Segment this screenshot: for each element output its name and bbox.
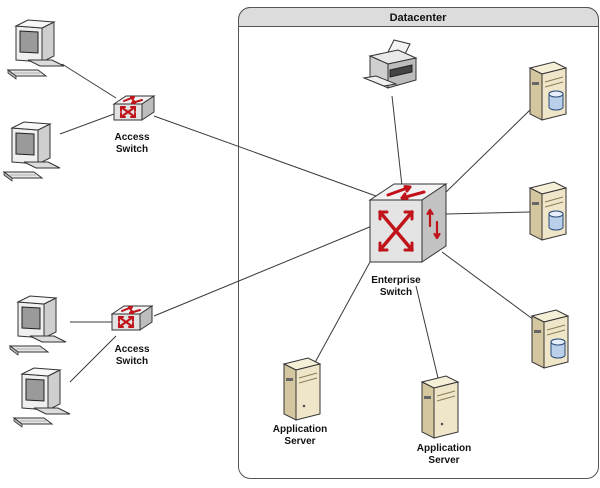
database-server-icon [529, 61, 567, 121]
access-switch-bottom-label-line1: Access [114, 344, 149, 355]
desktop-computer-icon [13, 367, 71, 428]
database-server-icon [531, 309, 569, 369]
link-access-bottom-enterprise [153, 225, 373, 317]
access-switch-top-label-line1: Access [114, 132, 149, 143]
desktop-computer-icon [3, 121, 61, 182]
database-server-icon [529, 181, 567, 241]
access-switch-top-label-line2: Switch [116, 144, 148, 155]
connections [59, 63, 535, 383]
app-server-right-label-line2: Server [428, 455, 459, 466]
desktop-computer-icon [7, 19, 65, 80]
datacenter-header [238, 7, 599, 27]
datacenter-title: Datacenter [390, 12, 448, 24]
application-server-icon [421, 375, 459, 439]
enterprise-switch-label-line2: Switch [380, 287, 412, 298]
app-server-left-label-line2: Server [284, 436, 315, 447]
link-db3-enterprise [441, 251, 535, 321]
link-printer-enterprise [391, 95, 403, 187]
application-server-icon [283, 357, 321, 421]
network-switch-icon [110, 304, 154, 332]
link-pc4-access-bottom [69, 335, 117, 383]
app-server-right-label-line1: Application [417, 443, 471, 454]
link-db2-enterprise [445, 211, 531, 215]
link-pc2-access-top [59, 113, 115, 135]
link-pc1-access-top [61, 63, 117, 99]
enterprise-switch-label-line1: Enterprise [371, 275, 421, 286]
network-switch-icon [112, 94, 156, 122]
link-db1-enterprise [441, 109, 531, 197]
app-server-left-label-line1: Application [273, 424, 327, 435]
desktop-computer-icon [9, 295, 67, 356]
enterprise-switch-icon [368, 183, 448, 263]
access-switch-bottom-label-line2: Switch [116, 356, 148, 367]
link-app1-enterprise [311, 261, 371, 369]
link-access-top-enterprise [153, 115, 377, 197]
link-app2-enterprise [415, 285, 439, 379]
